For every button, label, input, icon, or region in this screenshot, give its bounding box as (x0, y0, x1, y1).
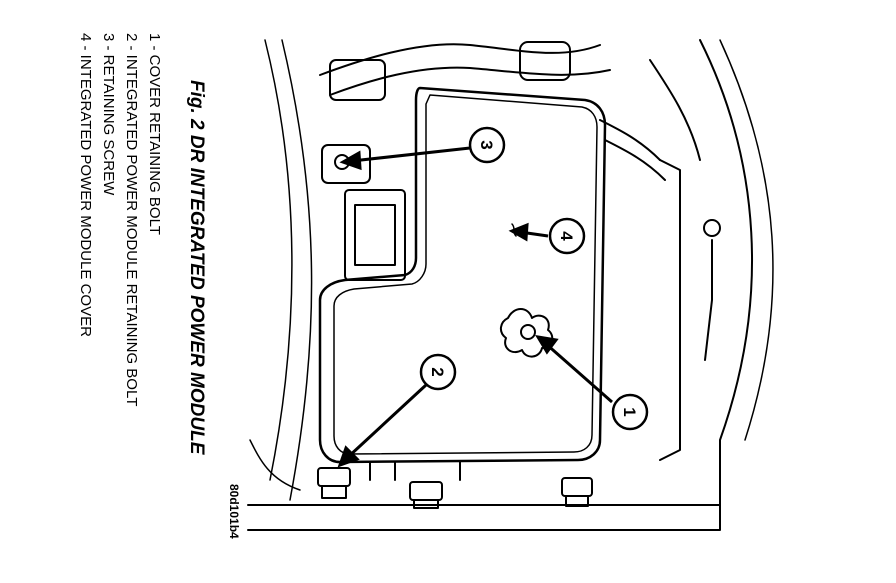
cover-knob-center (520, 324, 536, 340)
screw-bracket (321, 144, 371, 184)
frame-rail-inner (719, 39, 774, 441)
legend-item-3: 3 - RETAINING SCREW (100, 33, 117, 196)
module-cover-outline (318, 86, 607, 464)
right-hose (649, 59, 701, 161)
leader-arrows (337, 146, 613, 468)
callout-2: 2 (419, 353, 457, 391)
lower-left-contour (249, 439, 301, 491)
figure-title: Fig. 2 DR INTEGRATED POWER MODULE (186, 80, 207, 455)
harness-top-2 (329, 66, 611, 96)
svg-text:3: 3 (477, 140, 496, 149)
side-harness-2 (604, 139, 666, 181)
module-cover-inner-edge (333, 94, 598, 455)
legend-item-4: 4 - INTEGRATED POWER MODULE COVER (77, 33, 94, 337)
svg-text:2: 2 (428, 367, 447, 376)
cover-knob (500, 308, 554, 358)
callout-3: 3 (468, 126, 506, 164)
frame-rail-outline (699, 39, 754, 521)
bottom-bolts (317, 461, 593, 509)
harness-top (319, 43, 601, 76)
top-connector (329, 59, 386, 101)
svg-text:4: 4 (557, 231, 576, 241)
top-relay (519, 41, 571, 81)
right-nut (703, 219, 721, 237)
callout-4: 4 (548, 217, 586, 255)
svg-text:1: 1 (620, 407, 639, 416)
right-bracket (659, 159, 681, 461)
legend-item-2: 2 - INTEGRATED POWER MODULE RETAINING BO… (123, 33, 140, 407)
fender-outline (264, 39, 293, 481)
left-connector-face (354, 204, 396, 266)
right-stud-line (704, 239, 713, 361)
legend-item-1: 1 - COVER RETAINING BOLT (146, 33, 163, 235)
fender-inner-outline (281, 39, 313, 501)
tray-base (247, 504, 721, 531)
legend: 1 - COVER RETAINING BOLT 2 - INTEGRATED … (74, 33, 166, 406)
callouts: 1 2 3 4 (419, 126, 649, 431)
left-connector-block (344, 189, 406, 281)
callout-1: 1 (611, 393, 649, 431)
figure-code: 80d101b4 (227, 484, 241, 539)
